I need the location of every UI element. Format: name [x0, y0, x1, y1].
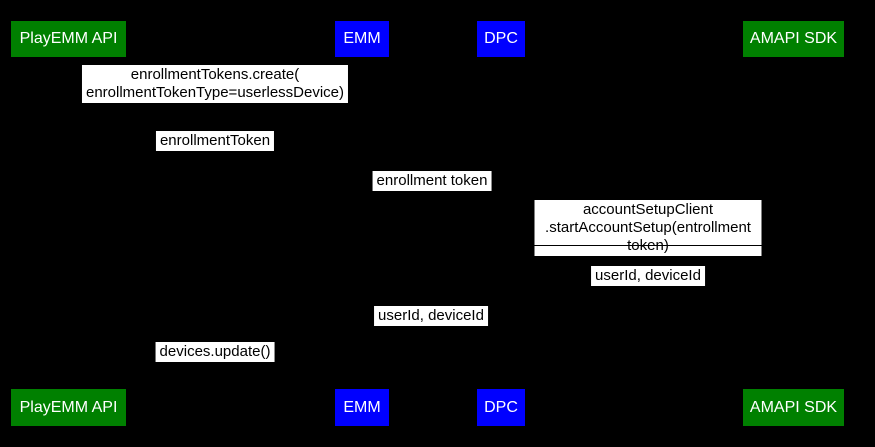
lifeline-emm [362, 57, 363, 389]
actor-emm-bottom: EMM [335, 389, 389, 426]
actor-dpc-bottom: DPC [477, 389, 525, 426]
arrow-dpc-to-emm [362, 332, 501, 333]
actor-emm-top: EMM [335, 21, 389, 57]
lifeline-amapi-sdk [793, 57, 794, 389]
message-start-account-setup: accountSetupClient .startAccountSetup(en… [534, 200, 762, 256]
actor-amapi-sdk-bottom: AMAPI SDK [743, 389, 844, 426]
lifeline-dpc [501, 57, 502, 389]
message-userid-deviceid-to-dpc: userId, deviceId [591, 266, 705, 286]
message-devices-update: devices.update() [155, 342, 275, 362]
actor-playemm-api-top: PlayEMM API [11, 21, 126, 57]
arrow-dpc-to-amapi [501, 245, 793, 246]
actor-dpc-top: DPC [477, 21, 525, 57]
lifeline-playemm-api [68, 57, 69, 389]
arrow-playemm-to-emm [68, 156, 362, 157]
message-enrollment-token-to-dpc: enrollment token [372, 171, 492, 191]
arrow-emm-to-dpc [362, 195, 501, 196]
arrow-amapi-to-dpc [501, 292, 793, 293]
actor-playemm-api-bottom: PlayEMM API [11, 389, 126, 426]
message-userid-deviceid-to-emm: userId, deviceId [374, 306, 488, 326]
message-enrollment-token-return: enrollmentToken [155, 131, 275, 151]
actor-amapi-sdk-top: AMAPI SDK [743, 21, 844, 57]
arrow-emm-to-playemm-update [68, 368, 362, 369]
message-enrollment-tokens-create: enrollmentTokens.create( enrollmentToken… [81, 65, 349, 103]
arrow-emm-to-playemm [68, 108, 362, 109]
